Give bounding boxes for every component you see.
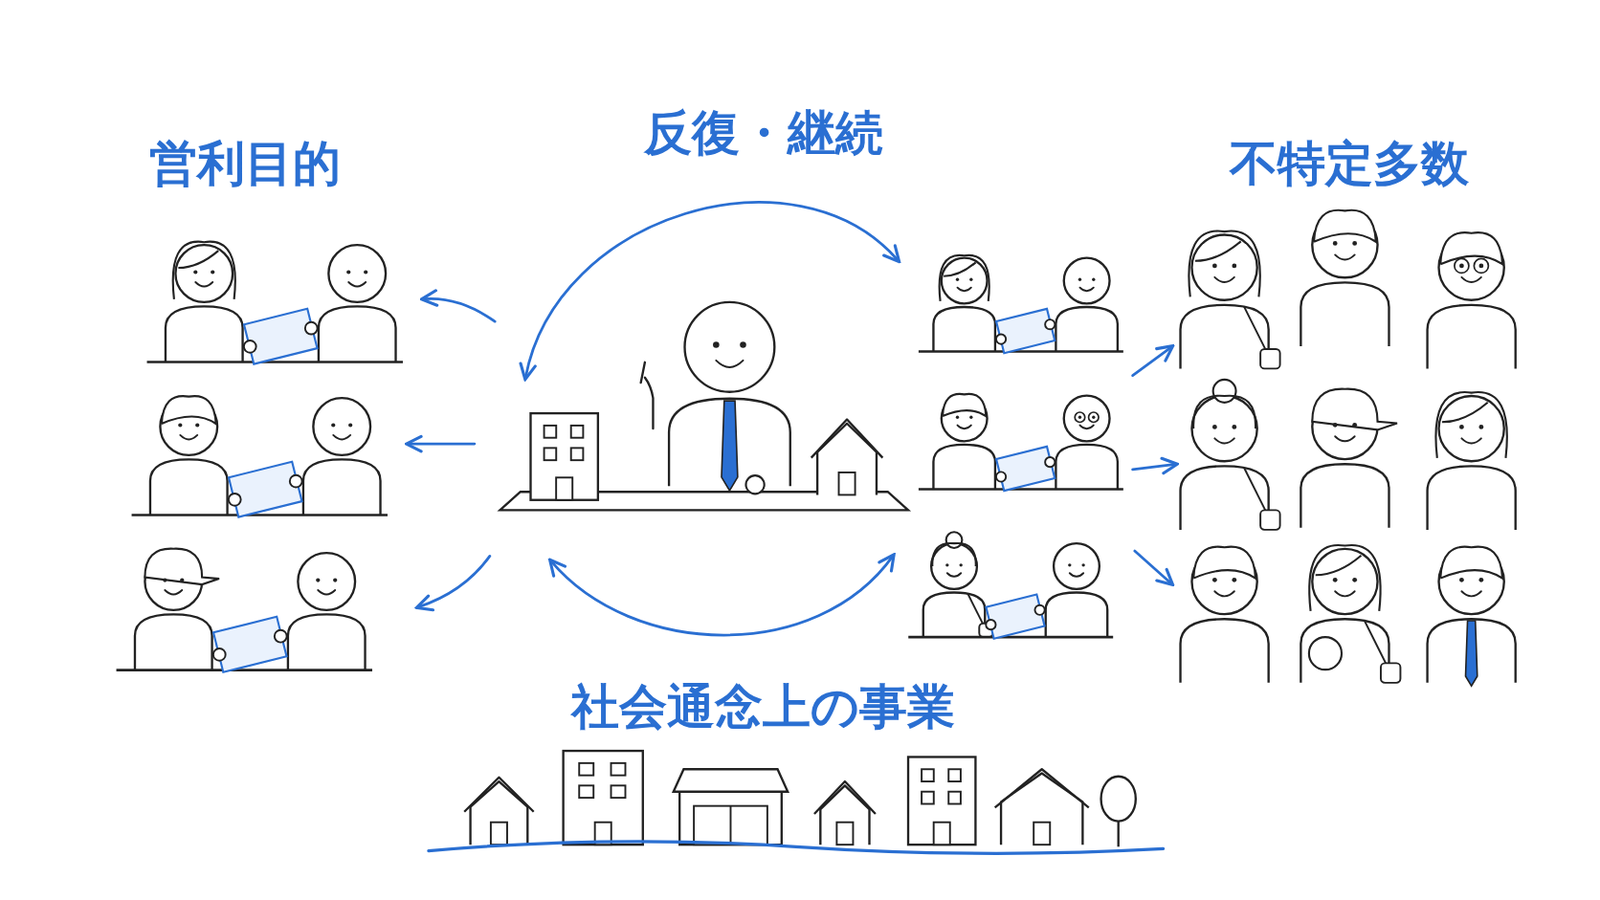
building-icon [563,751,644,845]
person-figure [668,302,791,491]
handover-scene [132,396,388,518]
handover-scene [908,532,1113,640]
handover-scene [147,242,403,365]
crowd [1180,210,1516,688]
pointer-arrow [418,555,490,607]
person-figure [1180,547,1269,684]
heading-label: 反復・継続 [644,106,884,159]
person-figure [165,242,244,363]
person-figure [1300,545,1400,684]
pointer-arrow [1133,347,1173,377]
person-figure [1427,547,1516,688]
pointer-arrow [1133,464,1177,469]
person-figure [933,394,995,490]
person-figure [1180,379,1281,531]
person-figure [1055,396,1117,490]
person-figure [134,549,220,671]
handover-scene [918,394,1124,491]
cycle-arrow [551,555,893,636]
pointer-arrow [423,298,496,322]
heading-label: 不特定多数 [1229,136,1469,190]
house-icon [811,420,884,496]
handover-scene [116,549,373,673]
person-figure [1300,210,1389,347]
house-icon [814,781,876,845]
house-icon [464,777,534,845]
person-figure [318,244,397,362]
person-figure [1045,543,1108,638]
pointer-arrow [1134,551,1172,584]
person-figure [1427,392,1516,531]
person-figure [150,396,228,515]
person-figure [933,255,995,353]
person-figure [303,398,381,515]
person-figure [1300,389,1398,529]
person-figure [923,532,994,638]
shop-icon [673,769,788,845]
house-icon [995,769,1089,845]
building-icon [908,756,976,845]
town-skyline [428,751,1164,854]
handover-scene [918,255,1124,354]
heading-label: 営利目的 [149,136,341,190]
person-figure [1055,258,1117,353]
heading-label: 社会通念上の事業 [571,680,956,734]
pointer-arrow [408,444,475,445]
person-figure [288,553,366,670]
building-icon [530,413,598,501]
central-business [500,302,910,512]
person-figure [1427,232,1516,369]
person-figure [1180,231,1281,370]
cycle-arrow [525,202,898,378]
